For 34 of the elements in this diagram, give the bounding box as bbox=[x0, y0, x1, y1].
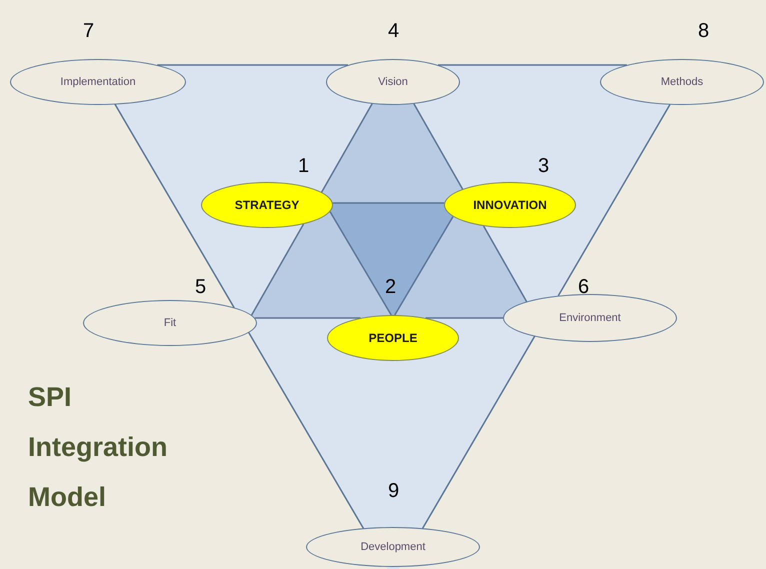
triangle-edge-line bbox=[482, 226, 528, 302]
triangle-edge-line bbox=[422, 336, 536, 529]
triangle-edge-line bbox=[157, 64, 348, 66]
triangle-edge-line bbox=[248, 332, 364, 529]
callout-number: 9 bbox=[388, 481, 400, 501]
node-label: Implementation bbox=[60, 76, 136, 88]
callout-number: 6 bbox=[578, 277, 590, 297]
triangle-edge-line bbox=[114, 104, 235, 308]
diagram-title: SPI Integration Model bbox=[28, 381, 168, 514]
triangle-edge-line bbox=[250, 224, 304, 316]
triangle-edge-line bbox=[332, 202, 444, 204]
callout-number: 7 bbox=[83, 21, 94, 41]
callout-number: 3 bbox=[538, 156, 550, 176]
node-label: Vision bbox=[378, 76, 408, 88]
callout-number: 5 bbox=[195, 277, 206, 297]
node-label: Fit bbox=[164, 317, 176, 329]
triangle-edge-line bbox=[394, 216, 454, 316]
callout-number: 1 bbox=[298, 156, 310, 176]
triangle-edge-line bbox=[438, 64, 627, 66]
triangle-edge-line bbox=[558, 104, 671, 296]
triangle-edge-line bbox=[426, 317, 503, 319]
node-label: INNOVATION bbox=[473, 198, 547, 212]
callout-number: 4 bbox=[388, 21, 400, 41]
triangle-edge-line bbox=[329, 211, 392, 316]
callout-number: 2 bbox=[385, 277, 396, 297]
node-label: Methods bbox=[660, 76, 704, 88]
triangle-edge-line bbox=[413, 103, 464, 190]
callout-number: 8 bbox=[698, 21, 710, 41]
node-label: Environment bbox=[559, 312, 621, 324]
triangle-edge-line bbox=[254, 317, 360, 319]
node-label: Development bbox=[360, 541, 426, 553]
node-label: PEOPLE bbox=[368, 331, 418, 345]
node-label: STRATEGY bbox=[234, 198, 300, 212]
triangle-edge-line bbox=[320, 103, 373, 193]
